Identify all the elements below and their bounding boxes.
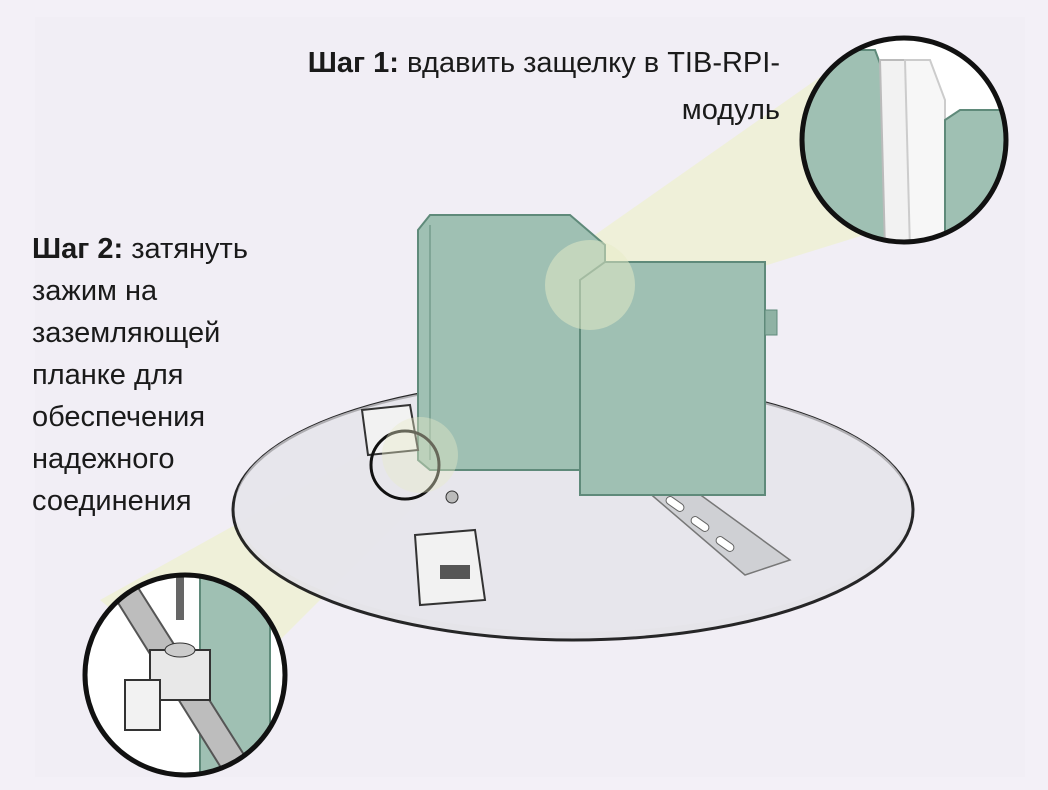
detail-circle-clamp	[82, 572, 288, 778]
step1-text: вдавить защелку в TIB-RPI-модуль	[406, 47, 780, 126]
detail-circle-latch	[799, 35, 1009, 245]
din-rail	[638, 479, 792, 576]
step1-caption: Шаг 1: вдавить защелку в TIB-RPI-модуль	[220, 40, 780, 134]
step2-text: затянуть зажим на заземляющей планке для…	[32, 233, 248, 517]
magnify-beam-step1	[545, 70, 880, 320]
step1-label: Шаг 1:	[307, 47, 399, 79]
ground-clamp-upper	[360, 403, 420, 457]
detail-marker-circle	[369, 429, 441, 501]
ground-clamp-lower	[413, 490, 487, 607]
step2-label: Шаг 2:	[32, 233, 124, 265]
step2-caption: Шаг 2: затянуть зажим на заземляющей пла…	[32, 228, 302, 522]
